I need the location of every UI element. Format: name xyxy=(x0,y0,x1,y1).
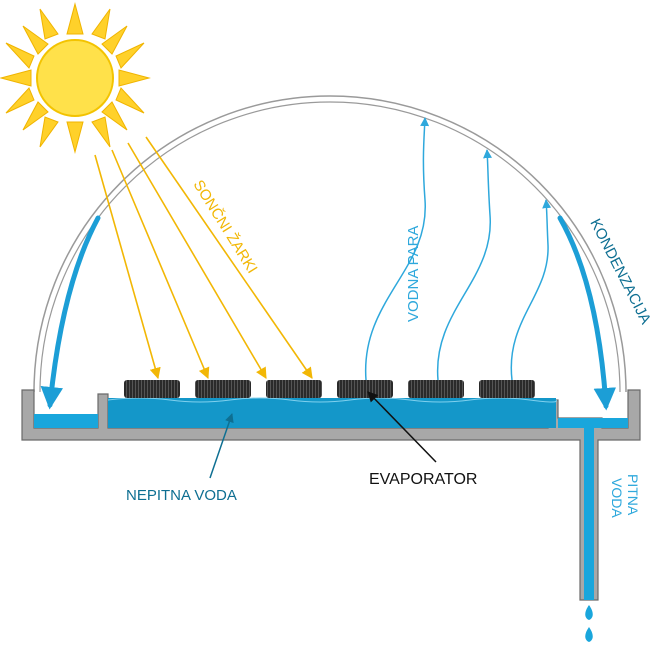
evaporator-label: EVAPORATOR xyxy=(369,471,477,488)
non-potable-pointer xyxy=(209,413,234,479)
vapor-arrows xyxy=(364,117,552,381)
drain-pipe-water xyxy=(584,428,594,600)
sun-rays-label: SONČNI ŽARKI xyxy=(190,177,261,276)
water-drop-icon xyxy=(585,627,593,642)
sun-ray-arrow xyxy=(94,154,161,380)
vapor-arrow xyxy=(364,117,430,381)
evaporator-block xyxy=(124,380,180,398)
vapor-arrow xyxy=(510,199,552,381)
condensation-label: KONDENZACIJA xyxy=(586,216,654,327)
condensation-arrows xyxy=(40,215,617,411)
water-drop-icon xyxy=(586,583,592,596)
sun-ray-arrow xyxy=(111,149,210,380)
glass-dome xyxy=(33,95,627,393)
evaporator-block xyxy=(479,380,535,398)
vapor-arrow xyxy=(436,149,493,381)
sun-ray-arrow xyxy=(127,142,267,379)
non-potable-water-pool xyxy=(108,398,556,428)
water-drop-icon xyxy=(585,605,593,620)
evaporator-block xyxy=(266,380,322,398)
non-potable-water-label: NEPITNA VODA xyxy=(126,487,237,504)
basin xyxy=(21,389,641,601)
evaporator-block xyxy=(408,380,464,398)
right-gutter-water xyxy=(558,418,628,428)
evaporator-pointer xyxy=(367,391,437,463)
left-gutter-water xyxy=(34,414,98,428)
condensation-arrow-left xyxy=(40,215,101,410)
potable-water-label-line2: VODA xyxy=(609,478,625,518)
evaporator-block xyxy=(195,380,251,398)
water-vapor-label: VODNA PARA xyxy=(405,226,422,322)
water-drops xyxy=(585,583,593,642)
evaporator-blocks xyxy=(124,380,535,398)
sun-rays xyxy=(94,136,313,380)
sun-icon xyxy=(0,2,151,154)
potable-water-label-line1: PITNA xyxy=(625,474,641,516)
condensation-arrow-right xyxy=(557,215,617,411)
sun-ray-arrow xyxy=(145,136,313,379)
evaporator-block xyxy=(337,380,393,398)
